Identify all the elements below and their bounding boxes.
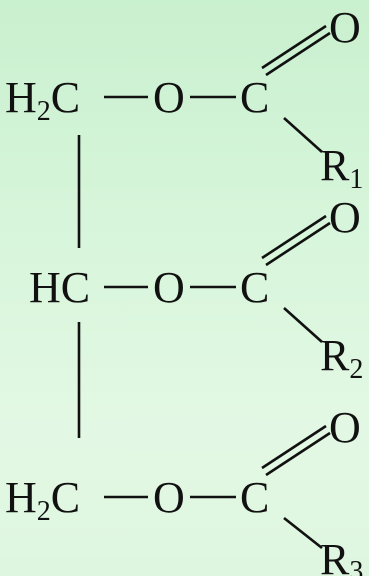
ester-oxygen-2-label: O: [153, 263, 185, 312]
carbonyl-carbon-2-label: C: [240, 263, 269, 312]
backbone-carbon-1-label: H2C: [5, 73, 80, 127]
carbonyl-oxygen-1-label: O: [329, 3, 361, 52]
backbone-carbon-2-label: HC: [29, 263, 90, 312]
ester-oxygen-1-label: O: [153, 73, 185, 122]
ester-row-1: H2C O C O R1: [5, 3, 363, 195]
bond-carbonyl-r-3: [283, 516, 323, 550]
carbonyl-oxygen-2-label: O: [329, 193, 361, 242]
carbonyl-carbon-1-label: C: [240, 73, 269, 122]
r-group-1-label: R1: [320, 141, 363, 195]
double-bond-2b: [265, 221, 331, 267]
ester-oxygen-3-label: O: [153, 473, 185, 522]
double-bond-3b: [265, 431, 331, 477]
r-group-3-label: R3: [320, 535, 363, 576]
double-bond-3a: [261, 424, 327, 470]
double-bond-1b: [265, 31, 331, 77]
carbonyl-oxygen-3-label: O: [329, 403, 361, 452]
double-bond-2a: [261, 214, 327, 260]
ester-row-2: HC O C O R2: [29, 193, 363, 385]
backbone-carbon-3-label: H2C: [5, 473, 80, 527]
carbonyl-carbon-3-label: C: [240, 473, 269, 522]
bond-carbonyl-r-1: [283, 117, 323, 153]
r-group-2-label: R2: [320, 331, 363, 385]
ester-row-3: H2C O C O R3: [5, 403, 363, 576]
bond-carbonyl-r-2: [283, 307, 323, 343]
double-bond-1a: [261, 24, 327, 70]
